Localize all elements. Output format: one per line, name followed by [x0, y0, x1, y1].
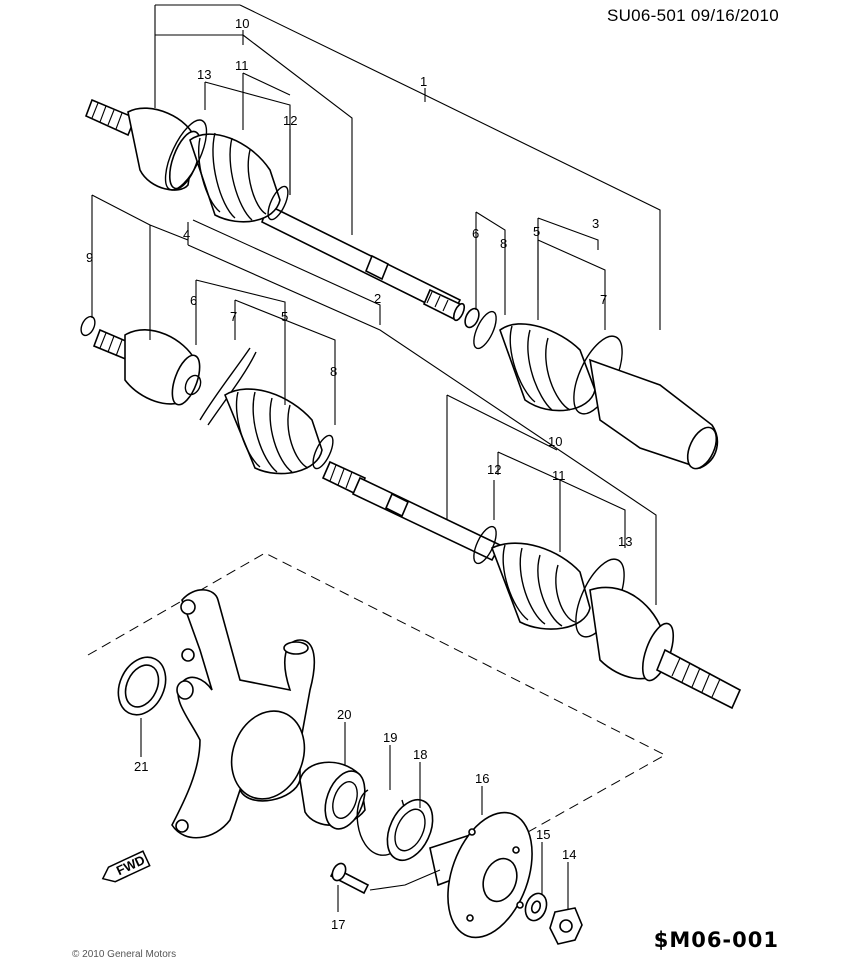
callout-6: 6 [472, 226, 479, 241]
callout-4: 4 [183, 227, 190, 242]
callout-12: 12 [283, 113, 297, 128]
callout-12-lower: 12 [487, 462, 501, 477]
callout-21: 21 [134, 759, 148, 774]
callout-10: 10 [235, 16, 249, 31]
callout-8-lower: 8 [330, 364, 337, 379]
callout-11-lower: 11 [552, 468, 566, 483]
callout-20: 20 [337, 707, 351, 722]
callout-15: 15 [536, 827, 550, 842]
callout-10-lower: 10 [548, 434, 562, 449]
lower-drive-shaft [80, 315, 742, 710]
callout-6-lower: 6 [190, 293, 197, 308]
callout-16: 16 [475, 771, 489, 786]
callout-19: 19 [383, 730, 397, 745]
fwd-arrow-icon: FWD [101, 850, 151, 883]
callout-7-lower: 7 [230, 309, 237, 324]
callout-18: 18 [413, 747, 427, 762]
copyright-text: © 2010 General Motors [72, 949, 177, 960]
callout-8: 8 [500, 236, 507, 251]
callout-14: 14 [562, 847, 576, 862]
callout-11: 11 [235, 58, 249, 73]
callout-2: 2 [374, 291, 381, 306]
callout-1: 1 [420, 74, 427, 89]
leader-lines [91, 4, 661, 912]
upper-drive-shaft [84, 98, 719, 470]
callout-3: 3 [592, 216, 599, 231]
callout-5-lower: 5 [281, 309, 288, 324]
callout-numbers: 10 11 13 12 1 3 6 8 5 7 4 9 2 6 7 5 8 10… [86, 16, 632, 932]
knuckle-assembly [87, 552, 667, 945]
callout-17: 17 [331, 917, 345, 932]
callout-9: 9 [86, 250, 93, 265]
diagram-code: $M06-001 [653, 928, 779, 952]
document-id: SU06-501 09/16/2010 [606, 6, 779, 25]
callout-13: 13 [197, 67, 211, 82]
callout-7: 7 [600, 292, 607, 307]
callout-13-lower: 13 [618, 534, 632, 549]
callout-5: 5 [533, 224, 540, 239]
